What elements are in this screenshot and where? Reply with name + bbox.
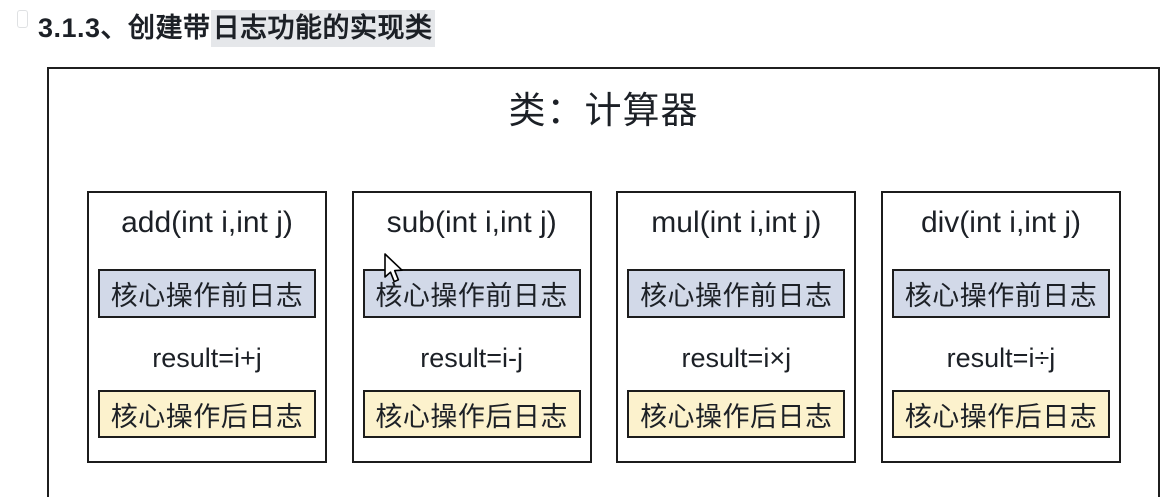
post-log-box: 核心操作后日志	[627, 390, 846, 438]
result-expression: result=i+j	[152, 343, 262, 373]
method-signature: sub(int i,int j)	[386, 206, 557, 239]
post-log-box: 核心操作后日志	[891, 390, 1110, 438]
method-card-sub: sub(int i,int j) 核心操作前日志 result=i-j 核心操作…	[351, 191, 592, 463]
heading-highlight: 日志功能的实现类	[210, 10, 435, 47]
post-log-label: 核心操作后日志	[640, 401, 833, 432]
collapse-bookmark-icon[interactable]	[17, 10, 28, 28]
methods-row: add(int i,int j) 核心操作前日志 result=i+j 核心操作…	[87, 191, 1121, 465]
heading-text: 3.1.3、创建带日志功能的实现类	[38, 6, 435, 47]
post-log-box: 核心操作后日志	[362, 390, 581, 438]
arrow-pointer-icon	[384, 253, 403, 283]
result-expression: result=i÷j	[946, 343, 1056, 373]
pre-log-label: 核心操作前日志	[110, 281, 304, 311]
post-log-label: 核心操作后日志	[110, 401, 304, 432]
heading-prefix: 3.1.3、创建带	[38, 13, 211, 43]
method-card-add: add(int i,int j) 核心操作前日志 result=i+j 核心操作…	[87, 191, 327, 463]
post-log-label: 核心操作后日志	[375, 401, 568, 432]
class-diagram-box: 类：计算器 add(int i,int j) 核心操作前日志 result=i+…	[47, 67, 1160, 497]
post-log-box: 核心操作后日志	[98, 390, 316, 438]
pre-log-box: 核心操作前日志	[362, 269, 581, 318]
class-title: 类：计算器	[508, 90, 699, 131]
pre-log-label: 核心操作前日志	[640, 281, 833, 311]
result-expression: result=i×j	[681, 343, 792, 373]
pre-log-box: 核心操作前日志	[891, 269, 1110, 318]
pre-log-box: 核心操作前日志	[627, 269, 846, 318]
method-card-div: div(int i,int j) 核心操作前日志 result=i÷j 核心操作…	[880, 191, 1121, 463]
result-expression: result=i-j	[420, 343, 524, 373]
heading: 3.1.3、创建带日志功能的实现类	[0, 6, 1176, 48]
pre-log-label: 核心操作前日志	[375, 281, 568, 311]
method-signature: add(int i,int j)	[121, 206, 293, 239]
pre-log-label: 核心操作前日志	[904, 281, 1098, 311]
method-signature: div(int i,int j)	[920, 206, 1081, 239]
pre-log-box: 核心操作前日志	[98, 269, 316, 318]
method-signature: mul(int i,int j)	[651, 206, 822, 239]
method-card-mul: mul(int i,int j) 核心操作前日志 result=i×j 核心操作…	[616, 191, 857, 463]
post-log-label: 核心操作后日志	[904, 401, 1098, 432]
